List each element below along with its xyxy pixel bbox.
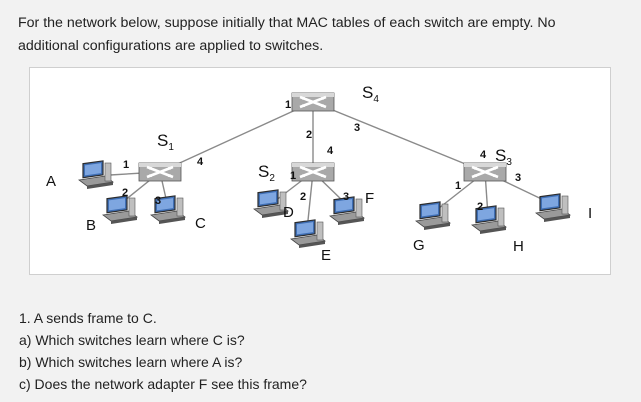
question-1a: a) Which switches learn where C is? — [19, 332, 245, 348]
port-label: 2 — [122, 187, 128, 199]
port-label: 2 — [306, 129, 312, 141]
port-label: 2 — [300, 191, 306, 203]
port-label: 1 — [290, 170, 296, 182]
switch-s2-label: S2 — [258, 162, 275, 184]
question-1b: b) Which switches learn where A is? — [19, 354, 243, 370]
host-i-label: I — [588, 205, 592, 222]
switch-s3-icon — [462, 161, 508, 183]
intro-text: For the network below, suppose initially… — [18, 12, 628, 58]
port-label: 1 — [123, 159, 129, 171]
host-d-label: D — [283, 204, 294, 221]
host-a-computer-icon — [78, 160, 114, 190]
host-a-label: A — [46, 173, 56, 190]
intro-line-1: For the network below, suppose initially… — [18, 15, 556, 31]
port-label: 4 — [480, 149, 487, 161]
port-label: 3 — [515, 172, 521, 184]
port-label: 1 — [455, 180, 461, 192]
port-label: 2 — [477, 201, 483, 213]
port-label: 4 — [197, 156, 204, 168]
port-label: 3 — [343, 191, 349, 203]
port-label: 1 — [285, 99, 291, 111]
switch-s3-label: S3 — [495, 146, 512, 168]
port-label: 3 — [354, 122, 360, 134]
intro-line-2: additional configurations are applied to… — [18, 38, 324, 54]
network-diagram-svg: S4 S1 S2 S3 A B C D E F G H I 1 2 3 1 2 … — [46, 83, 592, 264]
switch-s1-label: S1 — [157, 131, 174, 153]
host-b-label: B — [86, 217, 96, 234]
host-c-label: C — [195, 215, 206, 232]
host-g-computer-icon — [415, 201, 451, 231]
host-i-computer-icon — [535, 193, 571, 223]
switch-s4-icon — [290, 91, 336, 113]
host-f-label: F — [365, 190, 374, 207]
host-e-label: E — [321, 247, 331, 264]
host-b-computer-icon — [102, 195, 138, 225]
host-e-computer-icon — [290, 219, 326, 249]
port-label: 4 — [327, 145, 334, 157]
port-label: 3 — [155, 195, 161, 207]
switch-s2-icon — [290, 161, 336, 183]
question-1: 1. A sends frame to C. — [19, 310, 157, 326]
host-g-label: G — [413, 237, 425, 254]
question-1c: c) Does the network adapter F see this f… — [19, 376, 307, 392]
questions: 1. A sends frame to C. a) Which switches… — [19, 307, 619, 395]
network-diagram: S4 S1 S2 S3 A B C D E F G H I 1 2 3 1 2 … — [29, 67, 611, 275]
switch-s4-label: S4 — [362, 83, 379, 105]
host-h-label: H — [513, 238, 524, 255]
switch-s1-icon — [137, 161, 183, 183]
